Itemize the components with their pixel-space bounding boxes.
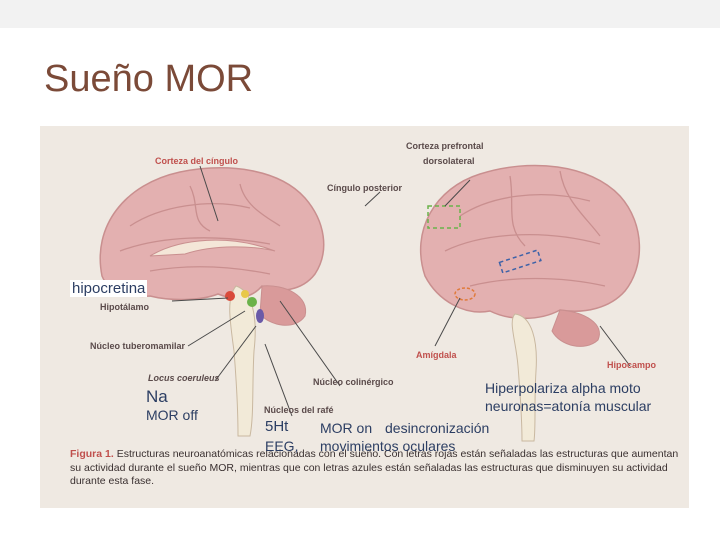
label-locus-coeruleus: Locus coeruleus	[148, 373, 220, 383]
slide-title: Sueño MOR	[44, 58, 254, 100]
lateral-brain-shape	[420, 164, 641, 320]
overlay-mor-on: MOR on	[320, 420, 373, 436]
prefrontal-box	[427, 205, 461, 229]
overlay-na: Na	[146, 387, 168, 406]
overlay-mor-off: MOR off	[146, 407, 198, 423]
label-nucleo-colinergico: Núcleo colinérgico	[313, 377, 394, 387]
overlay-movimientos: movimientos oculares	[320, 438, 456, 454]
top-bar	[0, 0, 720, 28]
label-amigdala: Amígdala	[416, 350, 457, 360]
overlay-hipocretina: hipocretina	[70, 280, 148, 297]
caption-label: Figura 1.	[70, 448, 114, 460]
hipocampo-box	[498, 249, 542, 274]
label-nucleos-rafe: Núcleos del rafé	[264, 405, 334, 415]
overlay-desincronizacion: desincronización	[385, 420, 490, 436]
brainstem-left	[229, 285, 256, 437]
figure-caption: Figura 1. Estructuras neuroanatómicas re…	[70, 448, 680, 489]
cerebellum-right	[551, 309, 600, 347]
brainstem-right	[511, 313, 537, 442]
overlay-eeg: EEG,	[265, 438, 299, 454]
label-hipocampo: Hipocampo	[607, 360, 657, 370]
label-hipotalamo: Hipotálamo	[100, 302, 150, 312]
medial-brain-shape	[99, 167, 325, 301]
label-corteza-prefrontal-2: dorsolateral	[423, 156, 475, 166]
brain-illustration	[99, 164, 641, 442]
overlay-5ht: 5Ht	[265, 418, 289, 435]
corpus-callosum	[149, 239, 276, 257]
caption-text: Estructuras neuroanatómicas relacionadas…	[70, 448, 679, 487]
label-corteza-cingulo: Corteza del cíngulo	[155, 156, 239, 166]
amigdala-ring	[454, 287, 476, 301]
label-nucleo-tuberomamilar: Núcleo tuberomamilar	[90, 341, 186, 351]
label-corteza-prefrontal-1: Corteza prefrontal	[406, 141, 484, 151]
label-cingulo-posterior: Cíngulo posterior	[327, 183, 402, 193]
brain-figure: Corteza del cíngulo Corteza prefrontal d…	[40, 126, 689, 508]
overlay-hiperpolariza-2: neuronas=atonía muscular	[485, 398, 652, 414]
overlay-hiperpolariza-1: Hiperpolariza alpha moto	[485, 380, 641, 396]
